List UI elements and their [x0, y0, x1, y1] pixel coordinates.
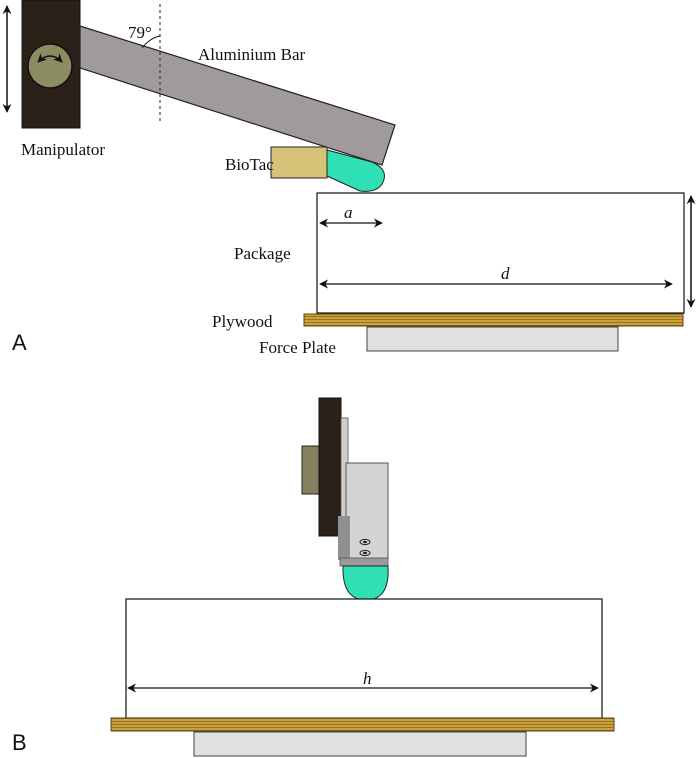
force-plate-label: Force Plate	[259, 338, 336, 357]
biotac-label: BioTac	[225, 155, 274, 174]
manipulator-label: Manipulator	[21, 140, 105, 159]
mount-shading	[338, 516, 350, 560]
dimension-a-label: a	[344, 203, 353, 222]
biotac-fingertip	[326, 149, 385, 192]
package-box	[316, 192, 685, 314]
aluminium-bar	[79, 25, 396, 166]
biotac-base	[270, 146, 328, 179]
panel-b: h B	[12, 397, 615, 757]
rotation-arrow-icon	[37, 53, 63, 63]
screw-icon	[359, 538, 371, 557]
plywood-board	[303, 313, 684, 327]
dimension-d-label: d	[501, 264, 510, 283]
panel-a-label: A	[12, 330, 27, 355]
manipulator-side-joint	[301, 445, 320, 495]
biotac-fingertip-front	[342, 565, 389, 601]
angle-label: 79°	[128, 23, 152, 42]
force-plate-front	[193, 731, 527, 757]
plywood-label: Plywood	[212, 312, 273, 331]
package-label: Package	[234, 244, 291, 263]
panel-b-label: B	[12, 730, 27, 755]
angle-arc	[141, 35, 161, 49]
package-box-front	[125, 598, 603, 719]
aluminium-bar-label: Aluminium Bar	[198, 45, 306, 64]
plywood-board-front	[110, 717, 615, 732]
panel-a: 79° Aluminium Bar Manipulator BioTac Pac…	[2, 0, 696, 357]
force-plate	[366, 326, 619, 352]
dimension-h-label: h	[363, 669, 372, 688]
manipulator-side-column	[318, 397, 342, 537]
biotac-mount-base	[339, 557, 389, 567]
manipulator-joint	[27, 43, 73, 89]
biotac-mount-housing	[345, 462, 389, 560]
